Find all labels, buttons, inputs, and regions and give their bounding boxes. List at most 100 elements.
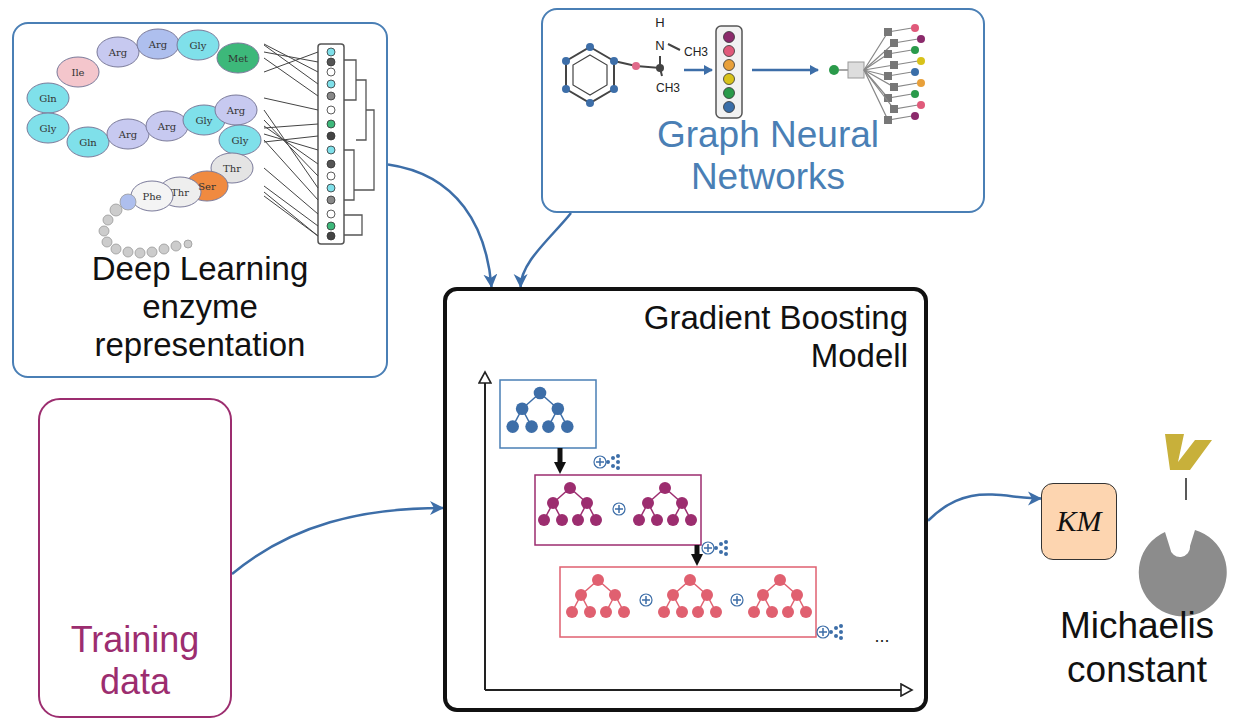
residue-name: Gln	[39, 93, 57, 104]
graph-node	[890, 39, 898, 47]
graph-edge	[864, 70, 912, 120]
dendrogram	[344, 60, 374, 235]
enzyme-representation-box: Deep Learning enzyme representation	[12, 22, 388, 378]
feature-cell	[724, 74, 735, 85]
residual-dot	[834, 634, 838, 638]
graph-edge	[864, 61, 918, 70]
residue-name: Arg	[149, 39, 167, 50]
residual-dot	[839, 636, 843, 640]
plus-symbol	[613, 503, 625, 515]
substrate	[1165, 434, 1212, 470]
vector-cell	[327, 146, 335, 154]
residual-dot	[724, 546, 728, 550]
bond	[614, 44, 680, 76]
residual-dot	[839, 624, 843, 628]
tree-node	[592, 574, 604, 586]
graph-edge	[864, 50, 912, 70]
residue-bead	[120, 194, 136, 210]
tree-node	[556, 514, 568, 526]
atom-label: N	[655, 38, 664, 53]
residual-dot	[611, 456, 615, 460]
residual-dot	[719, 542, 723, 546]
boosting-chart	[485, 372, 912, 690]
graph-node	[884, 72, 892, 80]
plus-symbol	[640, 594, 652, 606]
residue-bead	[184, 240, 192, 248]
residual-dot	[616, 460, 620, 464]
residue	[177, 30, 219, 60]
tree-node	[667, 589, 679, 601]
residual-dot	[839, 630, 843, 634]
residue-name: Gly	[40, 123, 57, 134]
tree-node	[566, 606, 578, 618]
residue-name: Gly	[196, 115, 213, 126]
y-axis	[484, 372, 486, 690]
tree-node	[534, 387, 547, 400]
residual-dot	[724, 552, 728, 556]
vector-cell	[327, 106, 335, 114]
residue-name: Phe	[142, 191, 161, 202]
graph-node	[829, 65, 839, 75]
arrow	[752, 69, 818, 72]
plus-symbol	[819, 628, 827, 636]
graph-node	[911, 68, 919, 76]
residue-bead	[102, 237, 112, 247]
residual-dot	[606, 460, 610, 464]
tree-node	[800, 606, 812, 618]
tree-node	[572, 514, 584, 526]
residue-bead	[171, 241, 181, 251]
vector-cell	[327, 80, 335, 88]
atom	[610, 57, 618, 65]
residue-name: Met	[228, 53, 248, 64]
embedding-vector	[318, 44, 344, 244]
feature-cell	[724, 46, 735, 57]
atom	[586, 99, 594, 107]
tree-node	[692, 606, 704, 618]
link-line	[264, 196, 318, 236]
graph-node	[917, 79, 925, 87]
tree-node	[659, 482, 671, 494]
graph-node	[911, 24, 919, 32]
residue-name: Arg	[109, 47, 127, 58]
node-label: Deep Learning enzyme representation	[60, 250, 340, 364]
vector-cell	[327, 120, 335, 128]
residue-name: Thr	[223, 163, 241, 174]
caption-label: Michaelis constant	[1039, 604, 1235, 693]
flow-arrow	[232, 508, 443, 574]
feature-vector	[716, 26, 742, 118]
link-line	[264, 44, 318, 72]
vector-cell	[327, 232, 335, 240]
link-line	[264, 186, 318, 226]
feature-cell	[724, 88, 735, 99]
vector-cell	[327, 172, 335, 180]
tree-node	[590, 514, 602, 526]
vector-cell	[327, 160, 335, 168]
tree-node	[791, 589, 803, 601]
tree-node	[584, 606, 596, 618]
tree-node	[757, 589, 769, 601]
feature-cell	[724, 32, 735, 43]
link-line	[264, 45, 318, 84]
atom	[632, 62, 640, 70]
residue-name: Arg	[227, 105, 245, 116]
graph-node	[917, 101, 925, 109]
tree-node	[701, 589, 713, 601]
graph-node	[890, 83, 898, 91]
flow-arrow	[928, 495, 1041, 521]
tree-node	[561, 420, 574, 433]
residue	[97, 37, 139, 67]
tree-node	[642, 497, 654, 509]
molecule	[562, 24, 925, 124]
residue	[131, 181, 173, 211]
atom	[562, 57, 570, 65]
residue-name: Ser	[198, 181, 216, 192]
residue-name: Thr	[171, 187, 189, 198]
residue-name: Gln	[79, 137, 97, 148]
arrow	[684, 69, 712, 72]
ring-bond	[573, 55, 607, 95]
step-arrow	[695, 545, 700, 560]
protein-chain	[27, 29, 374, 258]
link-line	[264, 124, 318, 128]
residue	[215, 95, 257, 125]
